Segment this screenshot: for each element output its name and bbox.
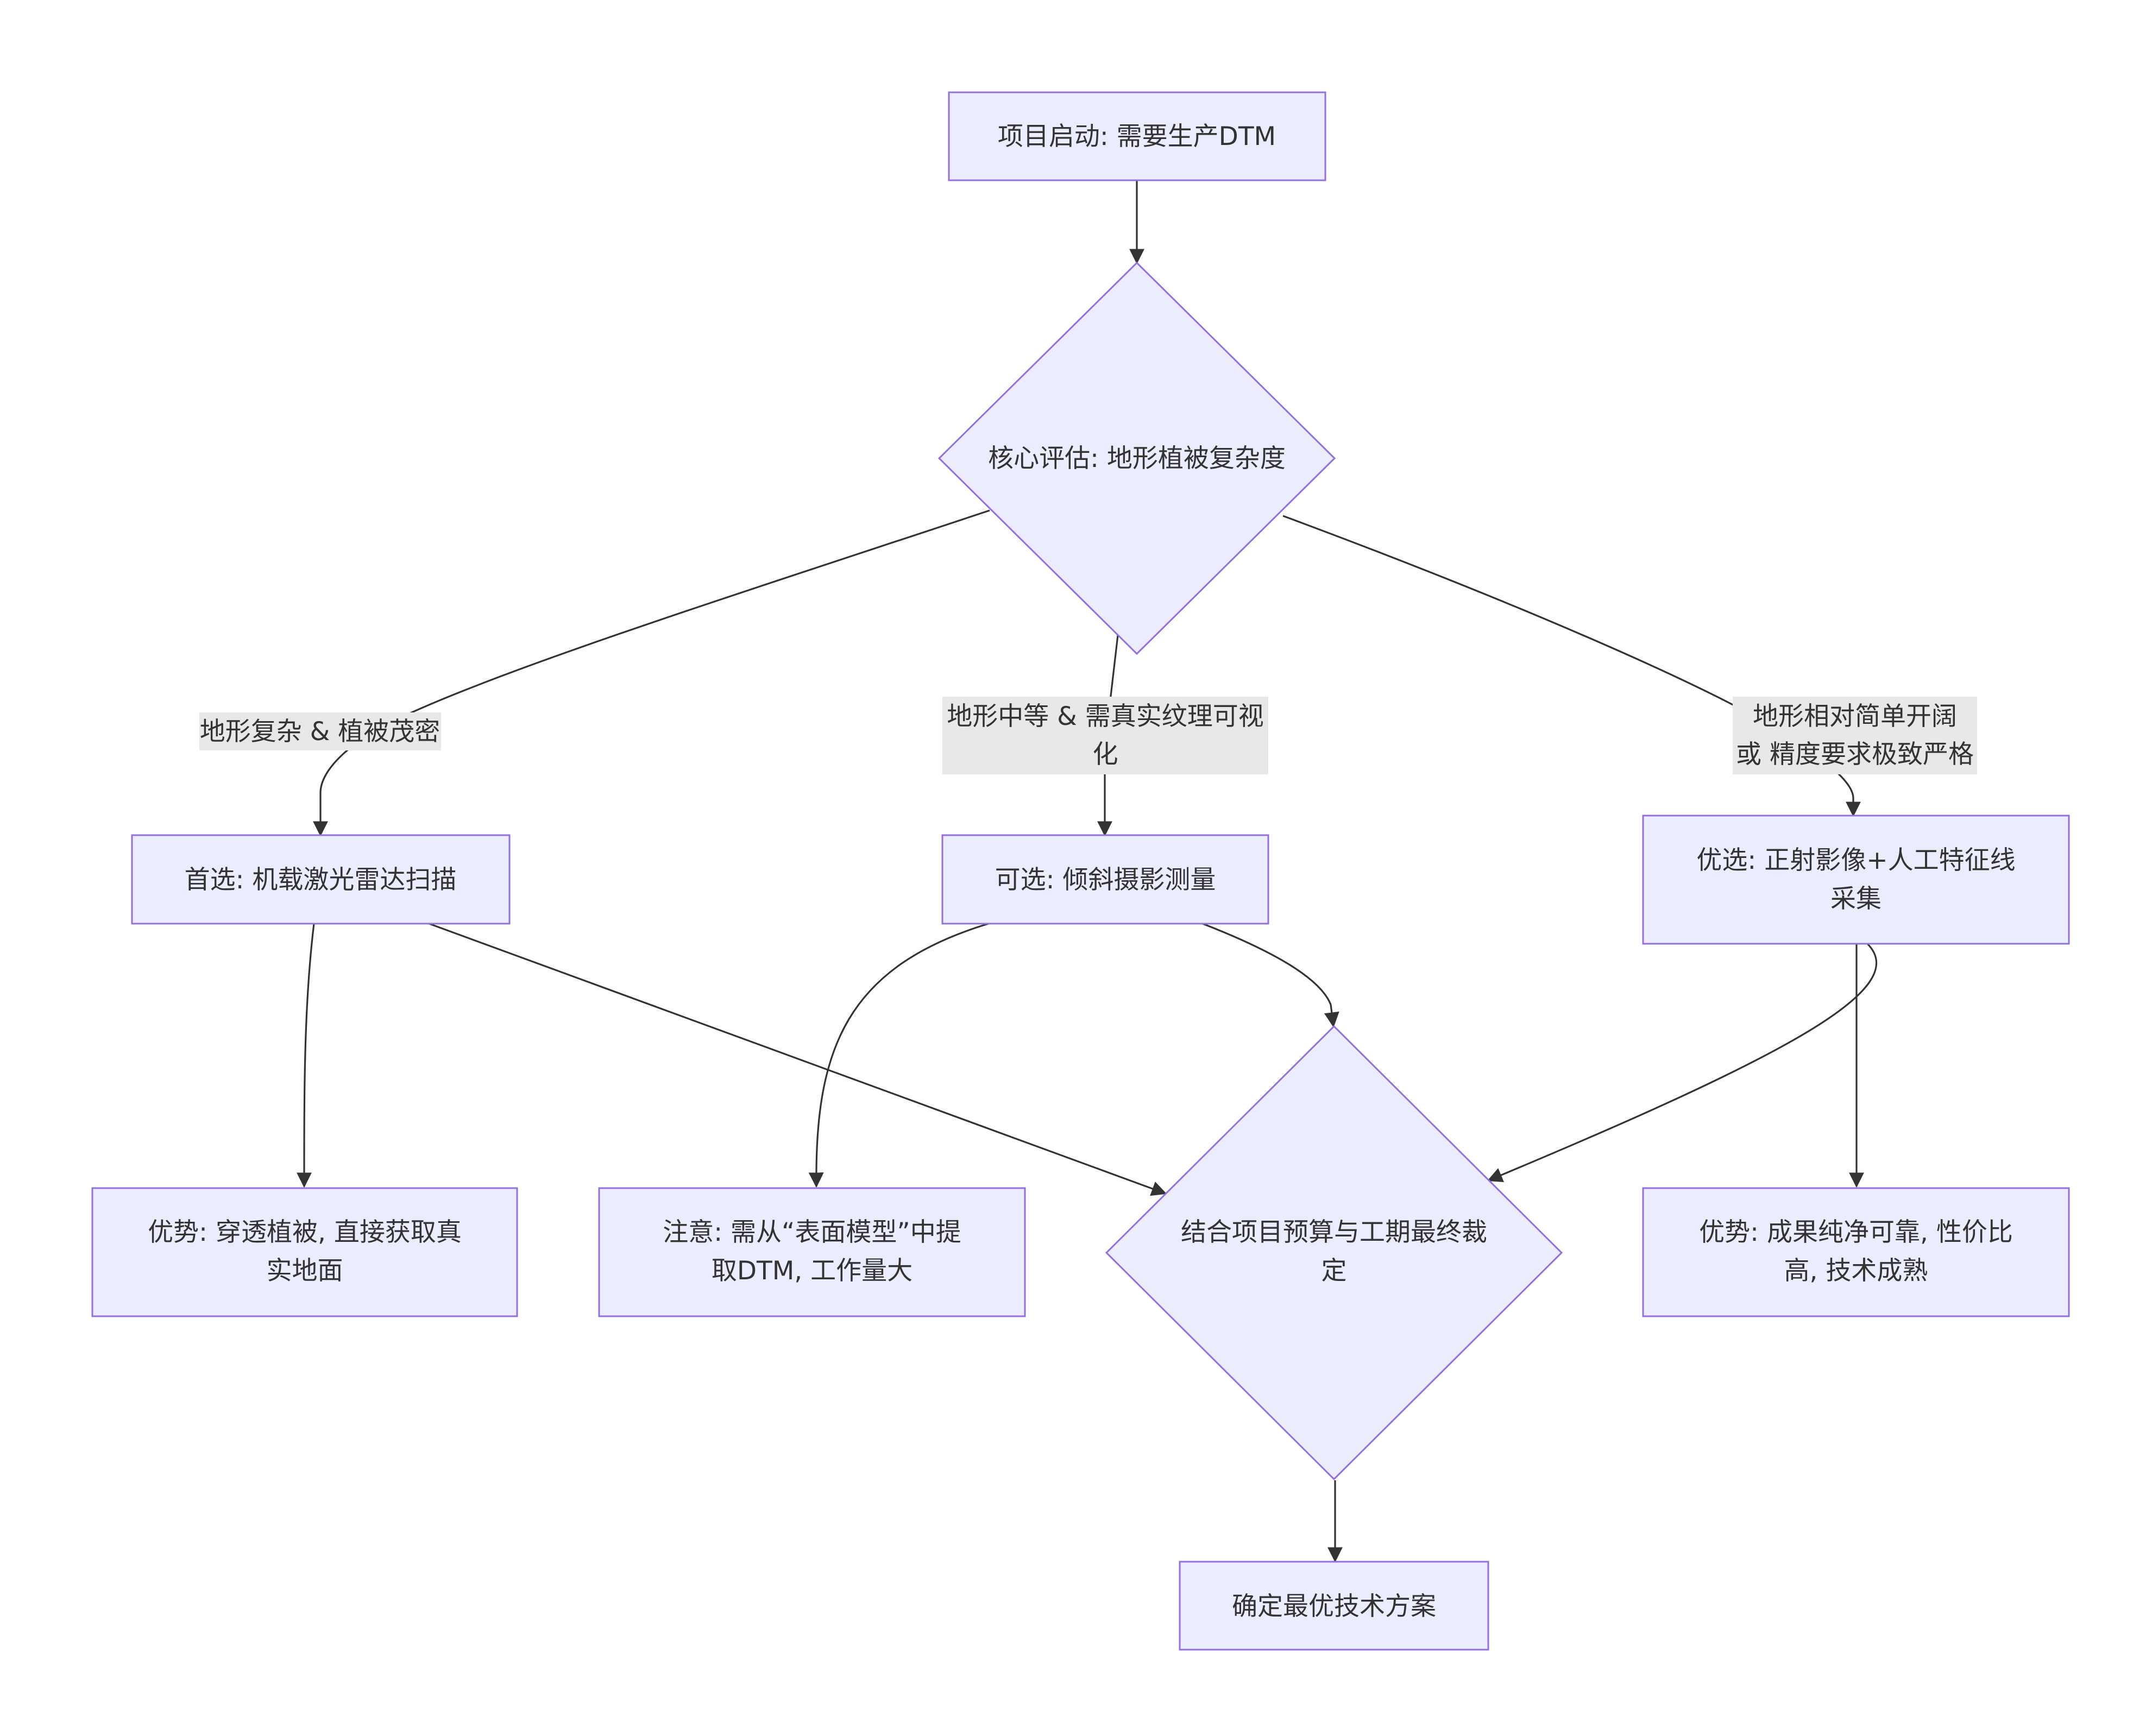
edge-label-complex: 地形复杂 & 植被茂密: [199, 712, 441, 750]
edge-oblique-to-decision: [1202, 923, 1339, 1028]
edge-label-simple: 地形相对简单开阔 或 精度要求极致严格: [1733, 697, 1977, 774]
node-result-label: 确定最优技术方案: [1232, 1592, 1436, 1621]
node-assess-label: 核心评估: 地形植被复杂度: [988, 444, 1286, 474]
node-assess-decision[interactable]: 核心评估: 地形植被复杂度: [937, 261, 1336, 655]
node-ortho-advantage-line-1: 优势: 成果纯净可靠, 性价比: [1699, 1217, 2013, 1247]
node-ortho-label-line-1: 优选: 正射影像+人工特征线: [1696, 845, 2015, 875]
node-lidar-advantage-line-1: 优势: 穿透植被, 直接获取真: [148, 1217, 462, 1247]
node-final-decision[interactable]: 结合项目预算与工期最终裁 定: [1105, 1025, 1563, 1481]
edge-label-simple-line-2: 或 精度要求极致严格: [1736, 740, 1974, 769]
edge-lidar-to-advantage: [297, 923, 315, 1188]
edge-label-complex-line-1: 地形复杂 & 植被茂密: [200, 717, 441, 747]
edge-label-medium: 地形中等 & 需真实纹理可视 化: [942, 697, 1268, 774]
node-final-decision-line-2: 定: [1322, 1256, 1347, 1286]
edge-ortho-to-decision: [1487, 943, 1878, 1183]
edge-label-medium-line-1: 地形中等 & 需真实纹理可视: [947, 702, 1264, 731]
node-oblique-note-line-1: 注意: 需从“表面模型”中提: [663, 1217, 961, 1247]
edge-assess-to-lidar: [313, 509, 990, 837]
node-ortho-advantage[interactable]: 优势: 成果纯净可靠, 性价比 高, 技术成熟: [1642, 1187, 2070, 1317]
node-lidar[interactable]: 首选: 机载激光雷达扫描: [131, 834, 511, 925]
node-ortho[interactable]: 优选: 正射影像+人工特征线 采集: [1642, 815, 2070, 945]
edge-label-medium-line-2: 化: [1093, 740, 1118, 769]
edge-label-simple-line-1: 地形相对简单开阔: [1753, 702, 1957, 731]
node-ortho-label-line-2: 采集: [1830, 884, 1882, 914]
node-oblique-note-line-2: 取DTM, 工作量大: [712, 1256, 913, 1286]
node-final-decision-line-1: 结合项目预算与工期最终裁: [1181, 1217, 1487, 1247]
node-start[interactable]: 项目启动: 需要生产DTM: [948, 91, 1326, 181]
node-lidar-advantage[interactable]: 优势: 穿透植被, 直接获取真 实地面: [91, 1187, 518, 1317]
node-lidar-label: 首选: 机载激光雷达扫描: [185, 865, 457, 895]
node-oblique-label: 可选: 倾斜摄影测量: [995, 865, 1216, 895]
node-result[interactable]: 确定最优技术方案: [1179, 1561, 1489, 1651]
node-oblique-note[interactable]: 注意: 需从“表面模型”中提 取DTM, 工作量大: [598, 1187, 1026, 1317]
edge-oblique-to-note: [808, 923, 989, 1188]
edge-lidar-to-decision: [429, 923, 1167, 1196]
node-lidar-advantage-line-2: 实地面: [267, 1256, 343, 1286]
node-start-label: 项目启动: 需要生产DTM: [998, 122, 1276, 151]
node-oblique[interactable]: 可选: 倾斜摄影测量: [941, 834, 1269, 925]
node-ortho-advantage-line-2: 高, 技术成熟: [1784, 1256, 1928, 1286]
